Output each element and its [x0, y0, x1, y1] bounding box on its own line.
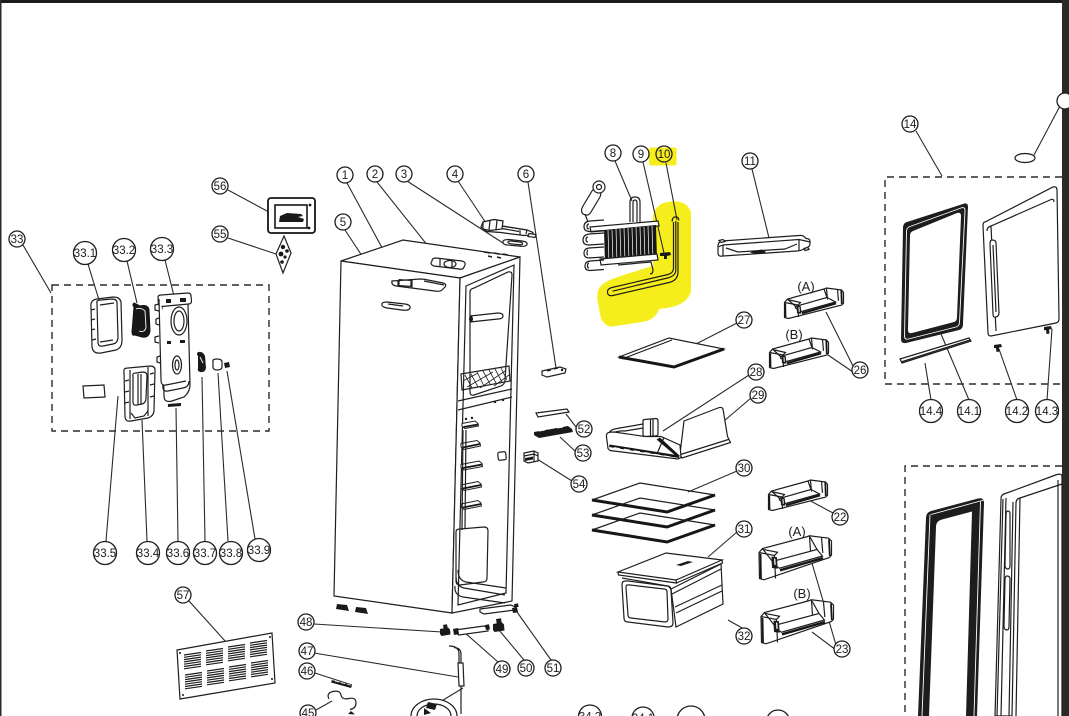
svg-text:4: 4 [452, 169, 459, 181]
svg-text:57: 57 [177, 590, 190, 602]
svg-text:27: 27 [738, 315, 751, 327]
svg-text:30: 30 [738, 463, 751, 475]
svg-text:9: 9 [638, 149, 644, 161]
svg-text:51: 51 [547, 663, 560, 675]
svg-text:48: 48 [300, 617, 313, 629]
svg-text:5: 5 [340, 217, 346, 229]
svg-text:34.2: 34.2 [579, 712, 601, 716]
svg-text:33.2: 33.2 [113, 245, 135, 257]
svg-text:14.1: 14.1 [958, 406, 980, 418]
svg-text:34.1: 34.1 [632, 713, 654, 716]
svg-text:14.4: 14.4 [920, 406, 943, 418]
svg-text:33.5: 33.5 [94, 548, 116, 560]
svg-text:14: 14 [904, 119, 917, 131]
svg-text:33.1: 33.1 [74, 248, 96, 260]
svg-text:23: 23 [836, 644, 849, 656]
svg-text:33.7: 33.7 [194, 548, 216, 560]
svg-text:(A): (A) [797, 279, 814, 294]
svg-text:14.2: 14.2 [1006, 406, 1028, 418]
svg-text:33.3: 33.3 [151, 244, 173, 256]
svg-text:31: 31 [738, 524, 751, 536]
svg-text:56: 56 [214, 181, 227, 193]
svg-text:33.9: 33.9 [248, 545, 270, 557]
svg-text:46: 46 [301, 666, 314, 678]
svg-text:33.4: 33.4 [137, 548, 160, 560]
svg-text:26: 26 [854, 365, 867, 377]
svg-text:33.8: 33.8 [220, 548, 242, 560]
svg-text:47: 47 [301, 646, 314, 658]
svg-text:(A): (A) [788, 524, 805, 539]
svg-text:54: 54 [573, 479, 586, 491]
svg-text:(B): (B) [793, 586, 810, 601]
svg-text:55: 55 [214, 229, 227, 241]
svg-text:3: 3 [401, 169, 407, 181]
svg-text:10: 10 [658, 149, 671, 161]
svg-text:49: 49 [496, 664, 509, 676]
svg-text:1: 1 [342, 170, 348, 182]
svg-text:(B): (B) [785, 327, 802, 342]
svg-text:33.6: 33.6 [167, 548, 189, 560]
svg-text:50: 50 [520, 663, 533, 675]
svg-text:53: 53 [577, 448, 590, 460]
svg-text:2: 2 [372, 169, 378, 181]
svg-text:32: 32 [738, 631, 751, 643]
svg-text:45: 45 [302, 708, 315, 716]
svg-text:14.3: 14.3 [1036, 406, 1058, 418]
svg-text:11: 11 [744, 156, 756, 168]
svg-text:29: 29 [752, 390, 765, 402]
svg-text:8: 8 [610, 148, 616, 160]
svg-text:28: 28 [750, 367, 763, 379]
svg-text:33: 33 [11, 234, 24, 246]
svg-text:52: 52 [578, 424, 591, 436]
svg-text:6: 6 [523, 169, 529, 181]
svg-text:22: 22 [834, 512, 847, 524]
